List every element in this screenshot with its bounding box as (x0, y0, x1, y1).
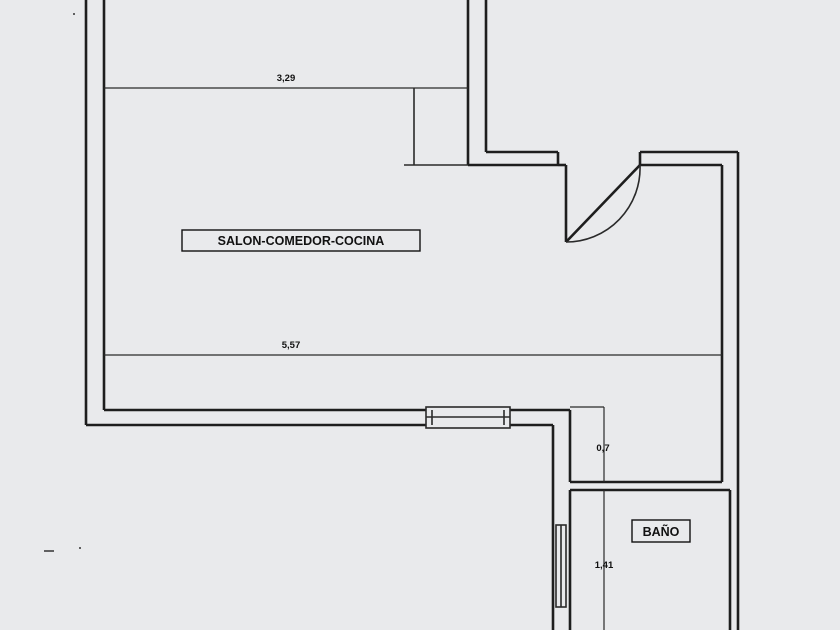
bath-label-box (631, 519, 691, 543)
dim-bath-height: 1,41 (595, 560, 614, 571)
outer-walls (84, 0, 740, 630)
partition (404, 88, 468, 166)
dim-bath-gap: 0,7 (596, 443, 609, 454)
living-label-box (181, 229, 421, 252)
dim-top-width: 3,29 (277, 73, 296, 84)
bath-door (555, 524, 567, 608)
room-label-living: SALON-COMEDOR-COCINA (218, 234, 385, 248)
entry-door (565, 164, 641, 243)
paper-specks (44, 13, 81, 552)
dimension-lines (104, 87, 722, 630)
room-label-bath: BAÑO (643, 524, 680, 539)
dim-main-width: 5,57 (282, 340, 301, 351)
window (425, 406, 511, 429)
